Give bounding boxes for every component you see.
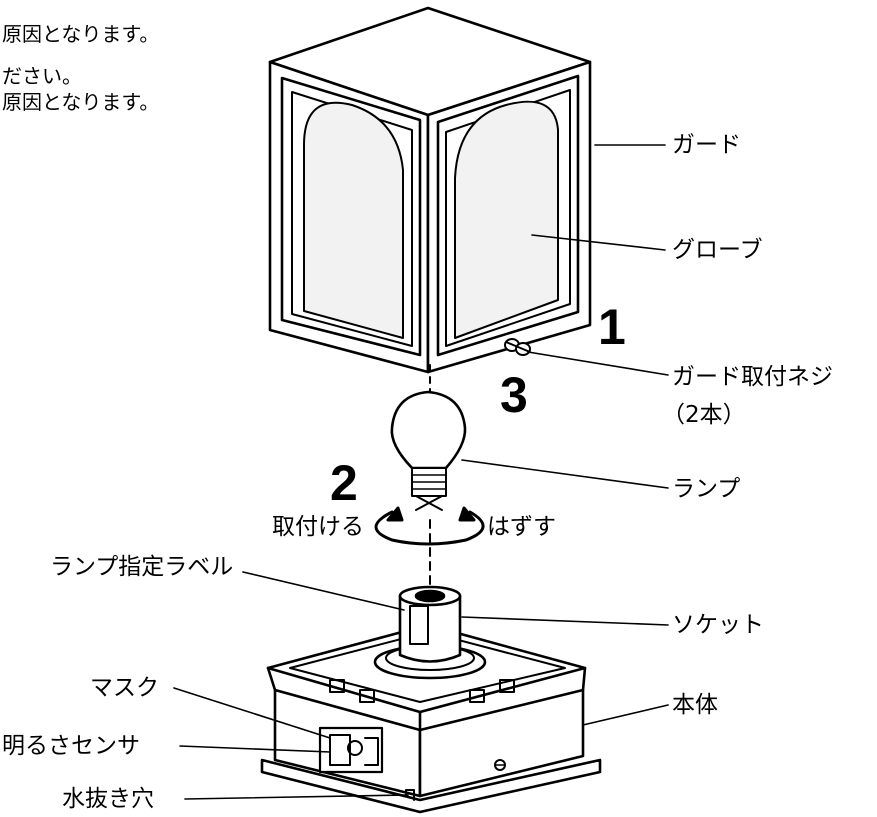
label-guard: ガード bbox=[672, 132, 741, 158]
rotation-arrows bbox=[374, 506, 485, 546]
step-number-1: 1 bbox=[598, 299, 626, 355]
leader-lines bbox=[173, 144, 669, 800]
note-line-1: 原因となります。 bbox=[2, 22, 160, 46]
step-number-2: 2 bbox=[330, 455, 358, 511]
socket-shape bbox=[373, 585, 487, 680]
label-body: 本体 bbox=[672, 692, 718, 718]
label-brightness-sensor: 明るさセンサ bbox=[2, 733, 140, 759]
note-line-3: 原因となります。 bbox=[2, 90, 160, 114]
label-install: 取付ける bbox=[272, 514, 364, 540]
guard-screw-shape bbox=[504, 338, 531, 356]
globe-shape bbox=[303, 100, 559, 339]
lamp-shape bbox=[390, 390, 467, 511]
label-drain-hole: 水抜き穴 bbox=[62, 786, 154, 812]
label-remove: はずす bbox=[487, 514, 556, 540]
label-socket: ソケット bbox=[672, 612, 764, 638]
step-number-3: 3 bbox=[500, 367, 528, 423]
label-guard-screw: ガード取付ネジ bbox=[672, 364, 833, 390]
body-shape bbox=[260, 623, 602, 814]
note-line-2: ださい。 bbox=[2, 64, 82, 88]
label-lamp: ランプ bbox=[672, 476, 741, 502]
label-guard-screw-count: （2本） bbox=[662, 402, 746, 428]
label-mask: マスク bbox=[90, 675, 159, 701]
label-globe: グローブ bbox=[672, 237, 763, 263]
label-lamp-label: ランプ指定ラベル bbox=[50, 554, 234, 580]
